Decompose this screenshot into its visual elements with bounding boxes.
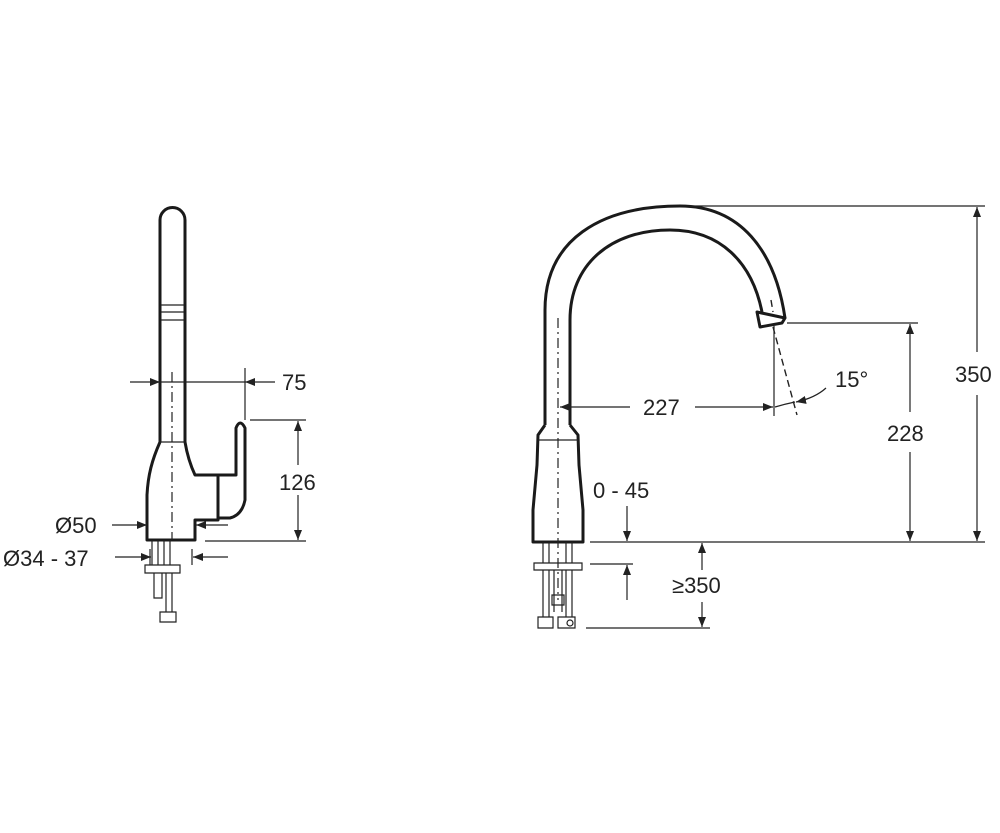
front-view: 350 228 227 15° 0 - 45 ≥350 [531,204,992,629]
dim-0-45-label: 0 - 45 [593,478,649,503]
spray-angle-line [772,326,798,416]
side-spout-outline [158,206,187,442]
front-spout-axis [770,299,774,313]
front-nut-mark [566,619,574,627]
side-body-outline [145,441,220,542]
side-view: 75 126 Ø50 Ø34 - 37 [3,206,316,623]
side-supply-pipes [144,540,181,623]
side-aerator-ring [161,304,184,321]
dim-227-label: 227 [643,395,680,420]
front-spout-outer [543,204,787,425]
front-spout-inner [568,228,764,425]
front-supply-pipes [533,542,583,629]
angle-leader [795,387,827,404]
dim-hose-label: ≥350 [672,573,721,598]
dim-d34-label: Ø34 - 37 [3,546,89,571]
dim-75-label: 75 [282,370,306,395]
front-nozzle [755,310,787,329]
dim-228-label: 228 [887,421,924,446]
dim-15deg-label: 15° [835,367,868,392]
angle-arc [774,401,796,408]
dim-126-extensions [205,419,306,542]
side-handle [218,421,247,520]
dim-126-label: 126 [279,470,316,495]
dim-350-label: 350 [955,362,992,387]
dim-d34-ticks [149,549,193,565]
dim-d50-label: Ø50 [55,513,97,538]
dim-350-extensions [590,205,985,543]
